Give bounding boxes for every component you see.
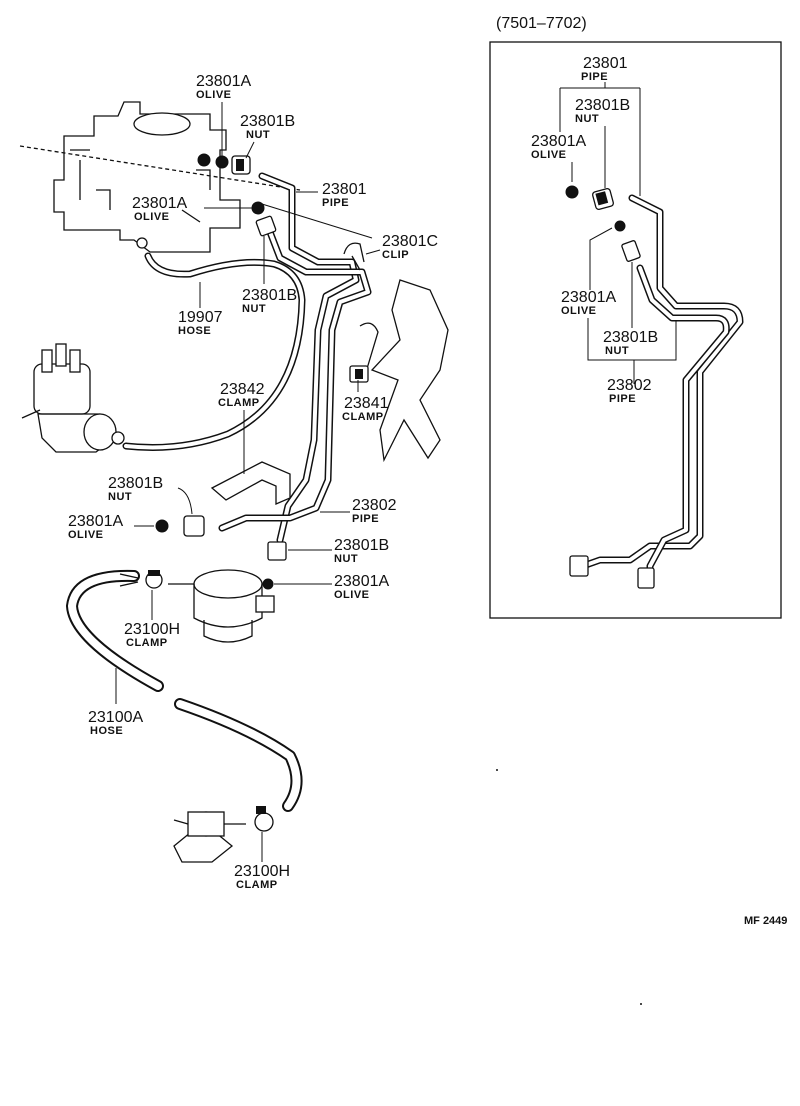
label-23801b-top-name: NUT [246,129,270,141]
nut-top-shade [236,159,244,171]
inset-label-23801b-top-name: NUT [575,113,599,125]
label-23842-number: 23842 [220,381,265,398]
label-23801-name: PIPE [322,197,349,209]
label-23801b-lower-number: 23801B [334,537,389,554]
clamp-23100h-lower-icon [254,806,274,832]
main-assembly: 23801A OLIVE 23801B NUT 23801 PIPE 23801… [19,73,642,1005]
inset-panel: (7501–7702) 23801 PIPE 23801B NUT 23801A… [489,15,782,619]
pipe-23801 [258,172,360,544]
stray-dot [640,1003,642,1005]
label-23801a-left-number: 23801A [68,513,123,530]
inset-pipe-bracket-lower [587,318,677,384]
figure-code: MF 2449 [744,915,787,927]
carburetor-icon [19,101,301,253]
inset-olive-mid-leader [589,227,613,290]
label-23801a-second-number: 23801A [132,195,187,212]
olive-top-icon [215,155,229,169]
olive-lower-icon [262,578,274,590]
leader-23801c [261,203,381,255]
clamp-23100h-upper-icon [145,570,163,589]
inset-range-label: (7501–7702) [496,15,587,32]
inset-label-23801a-top-name: OLIVE [531,149,567,161]
hose-23100a-upper [66,569,164,692]
label-23801b-second-number: 23801B [242,287,297,304]
label-23801a-top-number: 23801A [196,73,251,90]
label-23801-number: 23801 [322,181,367,198]
leader-23801b-left [177,487,193,515]
stray-dot [496,769,498,771]
label-23841-name: CLAMP [342,411,384,423]
inset-label-23801a-mid-number: 23801A [561,289,616,306]
nut-lower-icon [267,541,287,561]
nut-second-icon [255,215,277,237]
inset-fitting-left-icon [569,555,589,577]
inset-fitting-right-icon [637,567,655,589]
label-23100h-upper-name: CLAMP [126,637,168,649]
label-23802-name: PIPE [352,513,379,525]
label-23100a-number: 23100A [88,709,143,726]
inset-olive-top-icon [565,185,579,199]
pipe-23802 [218,228,372,532]
inset-label-23801-number: 23801 [583,55,628,72]
label-23801a-left-name: OLIVE [68,529,104,541]
label-23801a-lower-number: 23801A [334,573,389,590]
label-23801a-second-name: OLIVE [134,211,170,223]
label-23841-number: 23841 [344,395,389,412]
clamp-23842-icon [210,461,291,505]
label-23801b-left-number: 23801B [108,475,163,492]
leader-23801b-top [245,141,255,159]
inset-label-23802-number: 23802 [607,377,652,394]
label-23802-number: 23802 [352,497,397,514]
label-19907-name: HOSE [178,325,211,337]
hose-end-hatch [119,573,139,587]
nut-left-icon [183,515,205,537]
inset-olive-mid-icon [614,220,626,232]
inset-label-23801-name: PIPE [581,71,608,83]
inset-pipe-bracket [559,82,641,196]
inset-label-23802-name: PIPE [609,393,636,405]
clip-23801c-icon [343,242,365,271]
label-23100h-lower-name: CLAMP [236,879,278,891]
label-23801a-lower-name: OLIVE [334,589,370,601]
label-23801b-lower-name: NUT [334,553,358,565]
fuel-pump-icon [168,569,275,643]
inset-pipe-23801 [579,194,744,570]
olive-left-icon [155,519,169,533]
label-23801b-left-name: NUT [108,491,132,503]
hose-23100a-lower [174,698,303,812]
inset-frame [489,41,782,619]
distributor-icon [21,343,125,453]
label-23801c-number: 23801C [382,233,438,250]
label-23801b-second-name: NUT [242,303,266,315]
label-23100h-upper-number: 23100H [124,621,180,638]
label-23100h-lower-number: 23100H [234,863,290,880]
label-23842-name: CLAMP [218,397,260,409]
inset-nut-top-shade [595,191,609,206]
label-23801c-name: CLIP [382,249,409,261]
inset-pipe-23802 [636,264,730,576]
inset-label-23801b-mid-number: 23801B [603,329,658,346]
hose-19907 [122,252,306,451]
fuel-filter-icon [173,811,246,863]
label-23801a-top-name: OLIVE [196,89,232,101]
inset-nut-mid-icon [621,240,641,262]
fan-icon [370,279,449,463]
clamp-23841-icon [349,322,379,383]
inset-label-23801a-top-number: 23801A [531,133,586,150]
inset-label-23801b-mid-name: NUT [605,345,629,357]
inset-label-23801b-top-number: 23801B [575,97,630,114]
inset-label-23801a-mid-name: OLIVE [561,305,597,317]
label-23801b-top-number: 23801B [240,113,295,130]
label-19907-number: 19907 [178,309,223,326]
label-23100a-name: HOSE [90,725,123,737]
